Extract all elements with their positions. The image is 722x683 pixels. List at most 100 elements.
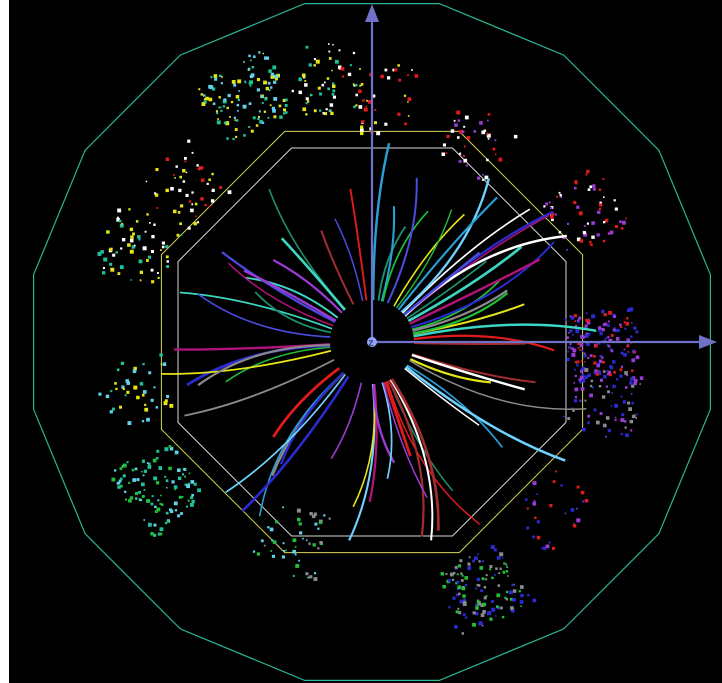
energy-deposit [505, 570, 509, 573]
energy-deposit [223, 121, 227, 125]
energy-deposit [512, 589, 517, 593]
energy-deposit [304, 83, 308, 87]
energy-deposit [360, 131, 364, 136]
energy-deposit [193, 482, 197, 486]
event-display-viewport[interactable]: Z [9, 0, 722, 683]
energy-deposit [273, 80, 277, 84]
energy-deposit [550, 212, 555, 216]
energy-deposit [550, 215, 554, 219]
energy-deposit [131, 245, 136, 249]
energy-deposit [499, 552, 504, 557]
energy-deposit [201, 166, 204, 169]
energy-deposit [579, 377, 583, 381]
energy-deposit [594, 369, 598, 373]
detector-event-canvas[interactable]: Z [9, 0, 722, 683]
energy-deposit [219, 74, 222, 78]
energy-deposit [242, 104, 247, 109]
energy-deposit [318, 521, 322, 525]
energy-deposit [324, 81, 326, 84]
energy-deposit [584, 368, 589, 372]
energy-deposit [407, 74, 409, 76]
energy-deposit [332, 82, 335, 85]
energy-deposit [278, 104, 282, 108]
energy-deposit [118, 219, 122, 223]
energy-deposit [161, 241, 165, 245]
energy-deposit [495, 605, 499, 609]
energy-deposit [164, 521, 168, 525]
energy-deposit [626, 317, 629, 320]
energy-deposit [274, 74, 279, 79]
energy-deposit [476, 583, 479, 587]
energy-deposit [184, 483, 188, 486]
energy-deposit [126, 390, 130, 394]
energy-deposit [597, 210, 601, 214]
energy-deposit [146, 499, 150, 503]
energy-deposit [360, 125, 364, 129]
energy-deposit [132, 369, 137, 374]
energy-deposit [583, 232, 588, 237]
energy-deposit [232, 137, 235, 141]
energy-deposit [305, 572, 309, 576]
energy-deposit [182, 473, 184, 476]
energy-deposit [571, 347, 574, 350]
energy-deposit [157, 272, 159, 274]
energy-deposit [525, 498, 528, 501]
energy-deposit [465, 164, 468, 167]
energy-deposit [212, 102, 216, 106]
energy-deposit [464, 145, 466, 148]
energy-deposit [489, 565, 493, 568]
energy-deposit [601, 309, 605, 314]
energy-deposit [177, 211, 181, 214]
energy-deposit [285, 111, 288, 114]
energy-deposit [619, 368, 623, 372]
energy-deposit [590, 384, 593, 388]
energy-deposit [142, 390, 147, 394]
energy-deposit [589, 185, 593, 189]
energy-deposit [282, 506, 284, 509]
energy-deposit [313, 58, 316, 61]
energy-deposit [151, 235, 155, 239]
energy-deposit [164, 399, 168, 403]
energy-deposit [603, 423, 607, 427]
energy-deposit [615, 330, 618, 333]
energy-deposit [248, 126, 251, 128]
energy-deposit [598, 329, 601, 332]
energy-deposit [165, 486, 168, 489]
energy-deposit [332, 84, 336, 88]
energy-deposit [131, 468, 135, 472]
energy-deposit [179, 175, 182, 179]
energy-deposit [263, 544, 266, 547]
energy-deposit [168, 445, 172, 448]
energy-deposit [567, 350, 569, 353]
energy-deposit [360, 83, 364, 86]
energy-deposit [513, 134, 518, 139]
energy-deposit [454, 123, 458, 127]
energy-deposit [177, 476, 182, 480]
energy-deposit [191, 191, 194, 194]
energy-deposit [211, 188, 215, 192]
energy-deposit [570, 315, 575, 320]
energy-deposit [313, 109, 317, 113]
energy-deposit [139, 382, 144, 386]
energy-deposit [124, 394, 127, 397]
energy-deposit [442, 585, 446, 589]
energy-deposit [627, 401, 631, 405]
energy-deposit [586, 320, 591, 325]
energy-deposit [576, 205, 580, 209]
energy-deposit [581, 378, 586, 383]
energy-deposit [227, 93, 231, 98]
energy-deposit [121, 222, 123, 225]
energy-deposit [586, 169, 590, 174]
energy-deposit [367, 100, 372, 104]
energy-deposit [211, 172, 214, 176]
energy-deposit [261, 121, 265, 124]
energy-deposit [457, 119, 461, 122]
energy-deposit [487, 138, 490, 140]
energy-deposit [191, 203, 194, 206]
energy-deposit [615, 337, 620, 341]
energy-deposit [597, 370, 601, 374]
energy-deposit [298, 90, 302, 95]
energy-deposit [606, 344, 609, 346]
energy-deposit [294, 553, 297, 556]
